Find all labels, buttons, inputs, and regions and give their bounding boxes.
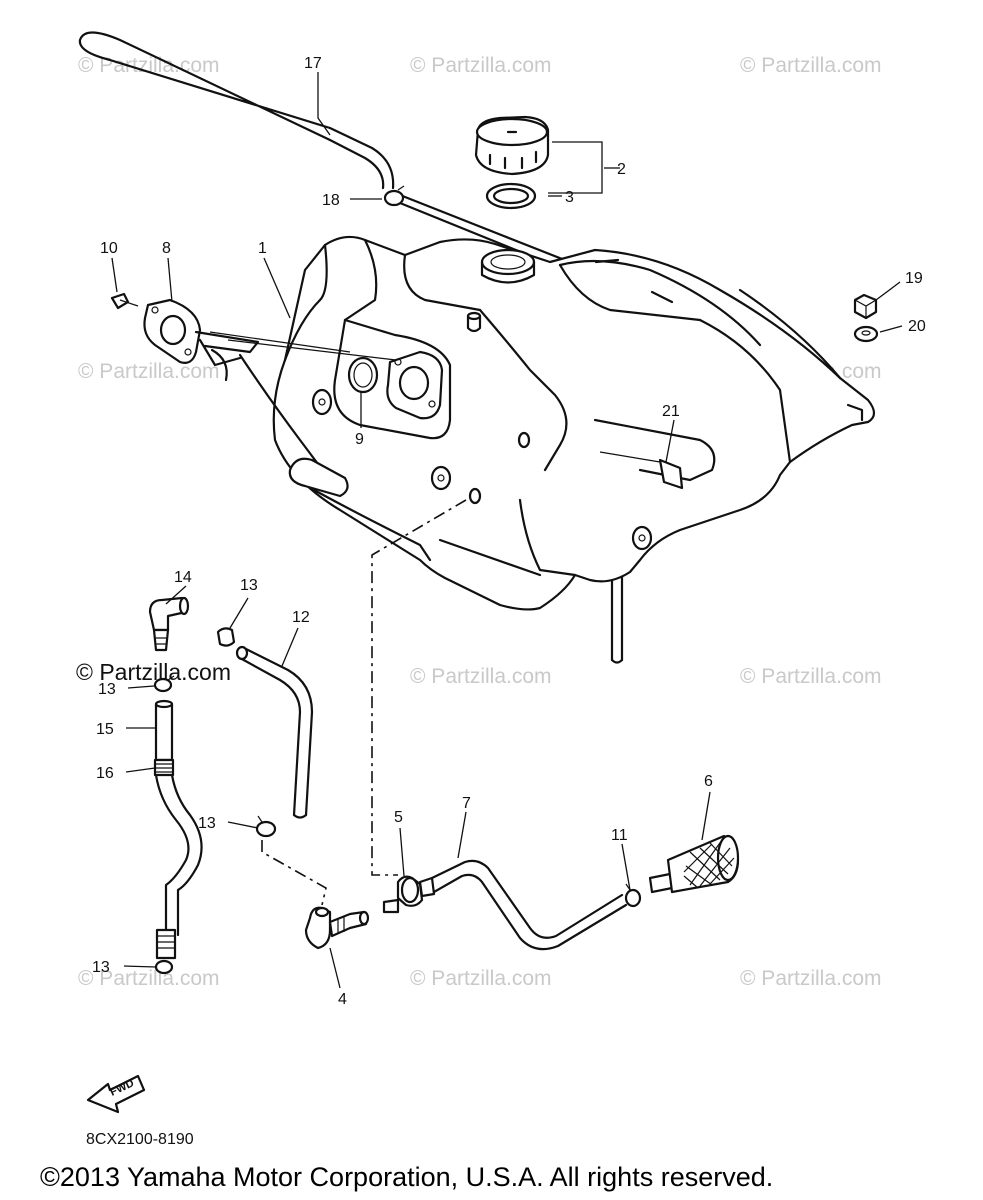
clamp-part-13-upper-left[interactable] bbox=[153, 675, 175, 693]
filler-cap-part-2[interactable] bbox=[474, 115, 550, 176]
watermark: © Partzilla.com bbox=[740, 54, 882, 77]
label-21: 21 bbox=[662, 403, 680, 420]
connection-line bbox=[371, 499, 467, 876]
washer-part-20[interactable] bbox=[853, 325, 879, 343]
label-13: 13 bbox=[198, 815, 216, 832]
watermark: © Partzilla.com bbox=[740, 967, 882, 990]
label-4: 4 bbox=[338, 991, 347, 1008]
watermark: © Partzilla.com bbox=[78, 360, 220, 383]
connection-line bbox=[261, 840, 327, 906]
joint-part-5[interactable] bbox=[382, 875, 436, 914]
label-20: 20 bbox=[908, 318, 926, 335]
label-13: 13 bbox=[98, 681, 116, 698]
label-17: 17 bbox=[304, 55, 322, 72]
label-14: 14 bbox=[174, 569, 192, 586]
watermark: © Partzilla.com bbox=[410, 54, 552, 77]
damper-part-21[interactable] bbox=[599, 451, 684, 490]
elbow-part-4[interactable] bbox=[304, 906, 370, 950]
forward-arrow-icon: FWD bbox=[86, 1074, 146, 1114]
fuel-sender-part-8[interactable] bbox=[143, 298, 397, 498]
hose-part-16[interactable] bbox=[153, 758, 203, 960]
label-2: 2 bbox=[617, 161, 626, 178]
leader-lines bbox=[111, 72, 903, 989]
label-7: 7 bbox=[462, 795, 471, 812]
elbow-fitting-part-14[interactable] bbox=[148, 596, 190, 652]
gasket-part-9[interactable] bbox=[347, 356, 379, 394]
label-5: 5 bbox=[394, 809, 403, 826]
clamp-part-13-upper-right[interactable] bbox=[216, 627, 236, 647]
label-19: 19 bbox=[905, 270, 923, 287]
label-6: 6 bbox=[704, 773, 713, 790]
fuel-filter-part-6[interactable] bbox=[648, 834, 740, 894]
clip-part-11[interactable] bbox=[624, 883, 642, 908]
label-10: 10 bbox=[100, 240, 118, 257]
fuel-tank-part-1[interactable] bbox=[272, 235, 876, 611]
watermark: © Partzilla.com bbox=[78, 967, 220, 990]
nut-part-19[interactable] bbox=[853, 293, 878, 320]
watermarks: © Partzilla.com © Partzilla.com © Partzi… bbox=[76, 54, 882, 990]
part-labels: 17 2 3 18 10 8 1 19 20 9 21 14 13 12 13 … bbox=[92, 55, 926, 1008]
diagram-code: 8CX2100-8190 bbox=[86, 1131, 194, 1148]
label-13: 13 bbox=[240, 577, 258, 594]
watermark: © Partzilla.com bbox=[740, 665, 882, 688]
label-16: 16 bbox=[96, 765, 114, 782]
watermark: © Partzilla.com bbox=[410, 665, 552, 688]
copyright-notice: ©2013 Yamaha Motor Corporation, U.S.A. A… bbox=[40, 1162, 773, 1192]
label-9: 9 bbox=[355, 431, 364, 448]
clamp-part-13-lower[interactable] bbox=[154, 959, 174, 975]
label-15: 15 bbox=[96, 721, 114, 738]
label-11: 11 bbox=[611, 827, 628, 844]
label-13: 13 bbox=[92, 959, 110, 976]
label-18: 18 bbox=[322, 192, 340, 209]
watermark: © Partzilla.com bbox=[410, 967, 552, 990]
label-8: 8 bbox=[162, 240, 171, 257]
fuel-hose-part-7[interactable] bbox=[430, 859, 628, 951]
label-1: 1 bbox=[258, 240, 267, 257]
label-3: 3 bbox=[565, 189, 574, 206]
screw-part-10[interactable] bbox=[110, 292, 139, 310]
label-12: 12 bbox=[292, 609, 310, 626]
clip-part-18[interactable] bbox=[383, 185, 405, 207]
watermark-dark: © Partzilla.com bbox=[76, 659, 231, 685]
hose-part-12[interactable] bbox=[235, 645, 314, 819]
pipe-part-15[interactable] bbox=[154, 699, 174, 762]
clamp-part-13-middle[interactable] bbox=[255, 815, 277, 838]
cap-gasket-part-3[interactable] bbox=[485, 182, 537, 210]
